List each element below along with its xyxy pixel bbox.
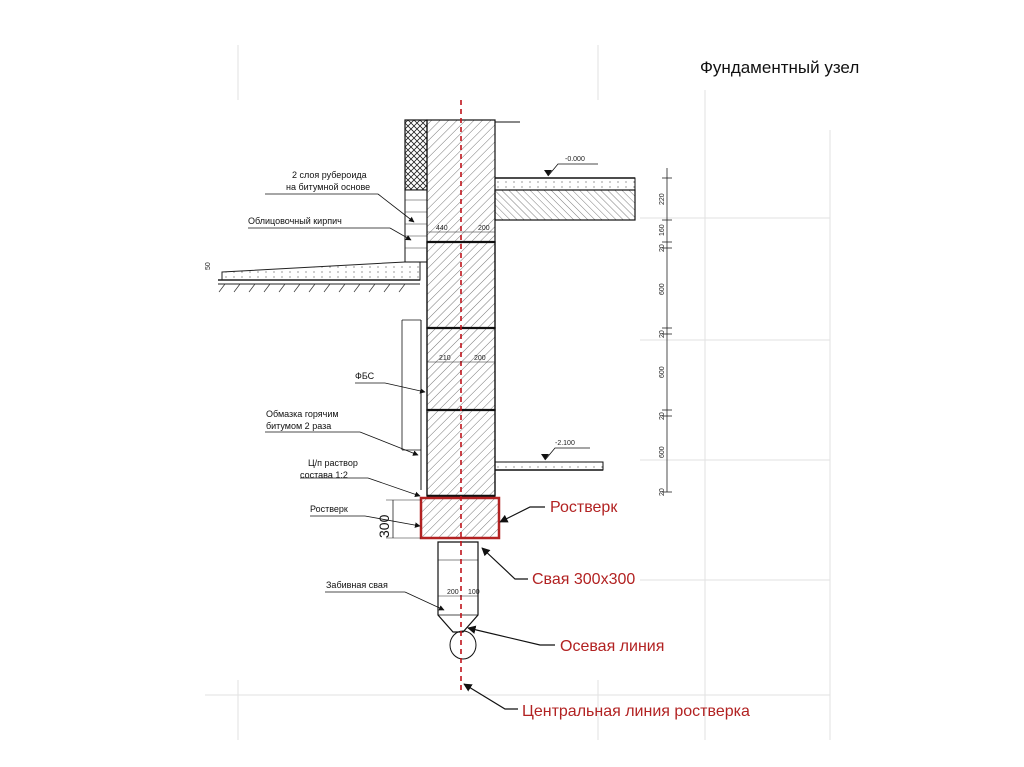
leader-pile: Забивная свая [325, 580, 445, 611]
leader-mortar: Ц/п раствор состава 1:2 [300, 458, 421, 497]
dim-20-c: 20 [659, 412, 666, 420]
callout-center-line-text: Центральная линия ростверка [522, 703, 750, 720]
level-mark-top: -0.000 [544, 156, 598, 177]
dim-200-b: 200 [474, 355, 486, 362]
pile [437, 541, 479, 660]
floor-slab [494, 177, 636, 221]
callout-pile: Свая 300х300 [481, 547, 635, 588]
dim-200-a: 200 [478, 225, 490, 232]
background-grid [205, 45, 831, 740]
vertical-dimension-labels: 220 160 20 600 20 600 20 600 20 [659, 193, 666, 496]
dim-600-a: 600 [659, 283, 666, 295]
slide-title: Фундаментный узел [700, 58, 860, 77]
dim-600-c: 600 [659, 446, 666, 458]
label-coating-line2: битумом 2 раза [266, 421, 331, 431]
dim-300: 300 [376, 514, 392, 538]
dim-100: 100 [468, 589, 480, 596]
dim-160: 160 [659, 224, 666, 236]
dim-210: 210 [439, 355, 451, 362]
label-roofing-line1: 2 слоя рубероида [292, 170, 367, 180]
leader-fbs: ФБС [355, 371, 426, 394]
label-roofing-line2: на битумной основе [286, 182, 370, 192]
callout-grillage: Ростверк [499, 499, 618, 523]
label-fbs: ФБС [355, 371, 375, 381]
leader-roofing: 2 слоя рубероида на битумной основе [265, 170, 415, 223]
dim-20-d: 20 [659, 488, 666, 496]
leader-facing-brick: Облицовочный кирпич [248, 216, 412, 241]
dim-440: 440 [436, 225, 448, 232]
level-top-label: -0.000 [565, 156, 585, 163]
callout-grillage-text: Ростверк [550, 499, 618, 516]
callout-center-line: Центральная линия ростверка [463, 683, 750, 720]
callout-pile-text: Свая 300х300 [532, 571, 635, 588]
label-mortar-line2: состава 1:2 [300, 470, 348, 480]
label-mortar-line1: Ц/п раствор [308, 458, 358, 468]
label-coating-line1: Обмазка горячим [266, 409, 339, 419]
label-pile-small: Забивная свая [326, 580, 388, 590]
ground-blind-area: 50 [205, 261, 421, 293]
leader-grillage: Ростверк [310, 504, 421, 528]
basement-floor [494, 461, 604, 471]
dim-200-c: 200 [447, 589, 459, 596]
level-mark-bottom: -2.100 [541, 440, 590, 461]
level-bottom-label: -2.100 [555, 440, 575, 447]
label-facing-brick: Облицовочный кирпич [248, 216, 342, 226]
label-grillage-small: Ростверк [310, 504, 348, 514]
dim-600-b: 600 [659, 366, 666, 378]
dim-20-b: 20 [659, 330, 666, 338]
facing-brick [404, 119, 428, 263]
callout-axis-text: Осевая линия [560, 638, 664, 655]
dim-220: 220 [659, 193, 666, 205]
vertical-dimension-chain [662, 168, 672, 493]
dim-ground: 50 [205, 262, 212, 270]
grillage [419, 496, 501, 540]
leader-coating: Обмазка горячим битумом 2 раза [265, 409, 419, 456]
callout-axis: Осевая линия [467, 625, 664, 655]
dim-20-a: 20 [659, 244, 666, 252]
wall-dimensions: 440 200 210 200 200 100 [427, 225, 495, 597]
